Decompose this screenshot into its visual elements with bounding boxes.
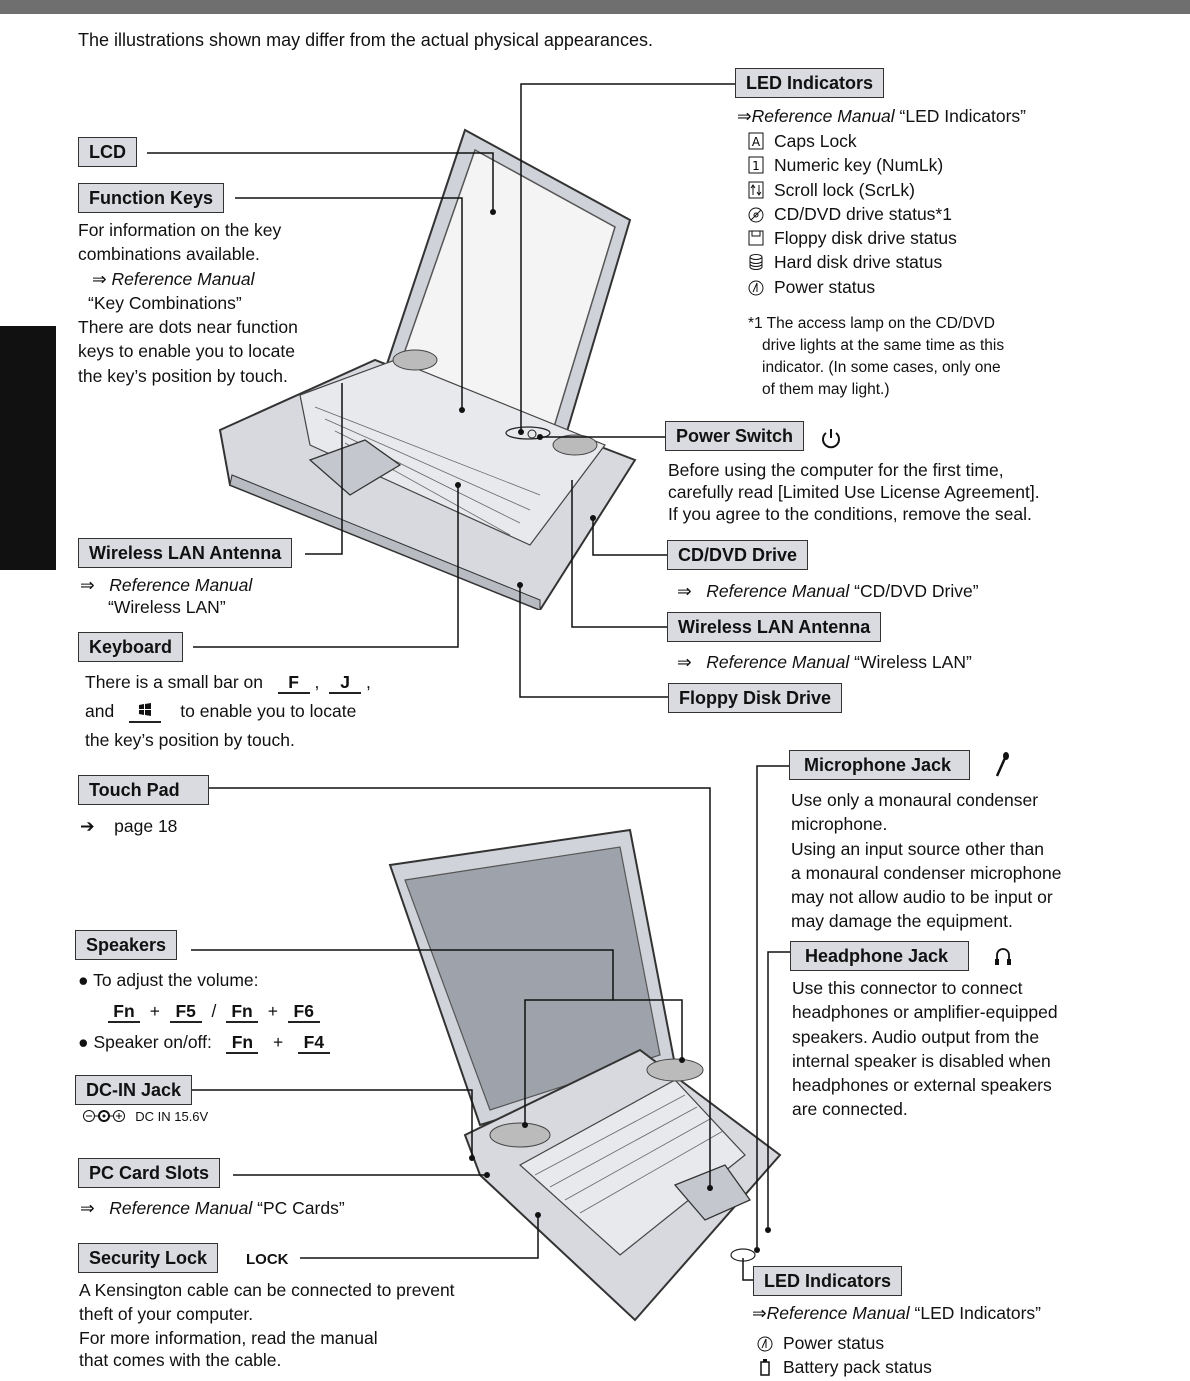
led-indicators-top-label: LED Indicators xyxy=(735,68,885,98)
laptop-side-illustration xyxy=(388,828,782,1322)
scroll-lock-icon xyxy=(748,181,764,199)
microphone-text: Use only a monaural condenser microphone… xyxy=(791,790,1062,932)
key-j: J xyxy=(329,672,362,694)
keyboard-label: Keyboard xyxy=(78,632,184,662)
caps-lock-icon: A xyxy=(748,132,764,150)
speakers-label: Speakers xyxy=(75,930,178,960)
floppy-disk-drive-label: Floppy Disk Drive xyxy=(668,683,843,713)
led-item-hdd: Hard disk drive status xyxy=(748,250,957,274)
bullet: ● xyxy=(78,1032,89,1052)
key-f6: F6 xyxy=(287,1001,320,1023)
headphone-jack-label: Headphone Jack xyxy=(790,941,970,971)
touch-pad-reference: ➔ page 18 xyxy=(80,816,178,836)
svg-text:A: A xyxy=(752,135,761,149)
ref-topic: “LED Indicators” xyxy=(899,106,1026,126)
led-item-scroll-lock: Scroll lock (ScrLk) xyxy=(748,178,957,202)
disc-icon xyxy=(748,207,764,223)
section-side-tab xyxy=(0,326,56,570)
intro-text: The illustrations shown may differ from … xyxy=(78,30,653,50)
security-lock-text: A Kensington cable can be connected to p… xyxy=(79,1280,455,1370)
lcd-label: LCD xyxy=(78,137,137,167)
keyboard-text: There is a small bar on F , J , and to e… xyxy=(85,672,371,750)
lock-marking: LOCK xyxy=(246,1251,289,1268)
wireless-lan-antenna-left-label: Wireless LAN Antenna xyxy=(78,538,293,568)
cd-dvd-reference: ⇒ Reference Manual “CD/DVD Drive” xyxy=(677,581,979,601)
led-item-floppy: Floppy disk drive status xyxy=(748,226,957,250)
function-keys-label: Function Keys xyxy=(78,183,225,213)
dc-in-jack-label: DC-IN Jack xyxy=(75,1075,193,1105)
key-fn: Fn xyxy=(226,1032,259,1054)
security-lock-label: Security Lock xyxy=(78,1243,219,1273)
led-top-footnote: *1 The access lamp on the CD/DVD drive l… xyxy=(748,315,1005,398)
led-top-reference: ⇒Reference Manual “LED Indicators” xyxy=(737,104,1026,128)
power-status-icon xyxy=(748,280,764,296)
pc-card-slots-label: PC Card Slots xyxy=(78,1158,221,1188)
led-item-battery: Battery pack status xyxy=(757,1355,932,1379)
ref-arrow: ⇒ xyxy=(737,106,752,126)
key-f: F xyxy=(277,672,310,694)
function-keys-text: For information on the key combinations … xyxy=(78,220,298,386)
page-link[interactable]: 18 xyxy=(157,816,178,836)
microphone-jack-label: Microphone Jack xyxy=(789,750,971,780)
power-icon xyxy=(822,429,840,449)
battery-icon xyxy=(760,1359,770,1377)
windows-key xyxy=(128,701,161,723)
speakers-text: ● To adjust the volume: Fn + F5 / Fn + F… xyxy=(78,965,330,1058)
ref-manual: Reference Manual xyxy=(751,106,895,126)
headphone-icon xyxy=(995,948,1011,965)
touch-pad-label: Touch Pad xyxy=(78,775,209,805)
top-bar xyxy=(0,0,1190,14)
cd-dvd-drive-label: CD/DVD Drive xyxy=(667,540,809,570)
microphone-icon xyxy=(995,752,1009,777)
key-fn: Fn xyxy=(108,1001,140,1023)
led-bottom-list: Power status Battery pack status xyxy=(757,1331,932,1380)
key-f4: F4 xyxy=(297,1032,330,1054)
key-f5: F5 xyxy=(169,1001,202,1023)
polarity-icon xyxy=(83,1110,125,1122)
wlan-left-reference: ⇒ Reference Manual “Wireless LAN” xyxy=(80,575,253,617)
power-switch-text: Before using the computer for the first … xyxy=(668,460,1040,524)
led-item-cd-dvd: CD/DVD drive status*1 xyxy=(748,202,957,226)
pc-card-reference: ⇒ Reference Manual “PC Cards” xyxy=(80,1198,345,1218)
svg-text:1: 1 xyxy=(752,159,760,173)
numlock-icon: 1 xyxy=(748,156,764,174)
bullet: ● xyxy=(78,970,89,990)
power-status-icon xyxy=(757,1336,773,1352)
windows-logo-icon xyxy=(138,703,151,716)
key-fn: Fn xyxy=(226,1001,259,1023)
power-switch-label: Power Switch xyxy=(665,421,805,451)
wlan-right-reference: ⇒ Reference Manual “Wireless LAN” xyxy=(677,652,972,672)
led-item-power: Power status xyxy=(748,275,957,299)
dc-in-rating: DC IN 15.6V xyxy=(82,1108,208,1126)
led-bottom-reference: ⇒Reference Manual “LED Indicators” xyxy=(752,1303,1041,1323)
hard-disk-icon xyxy=(749,254,763,271)
floppy-icon xyxy=(748,230,764,246)
led-indicators-bottom-label: LED Indicators xyxy=(753,1266,903,1296)
headphone-text: Use this connector to connect headphones… xyxy=(792,978,1058,1120)
wireless-lan-antenna-right-label: Wireless LAN Antenna xyxy=(667,612,882,642)
led-item-power-bottom: Power status xyxy=(757,1331,932,1355)
